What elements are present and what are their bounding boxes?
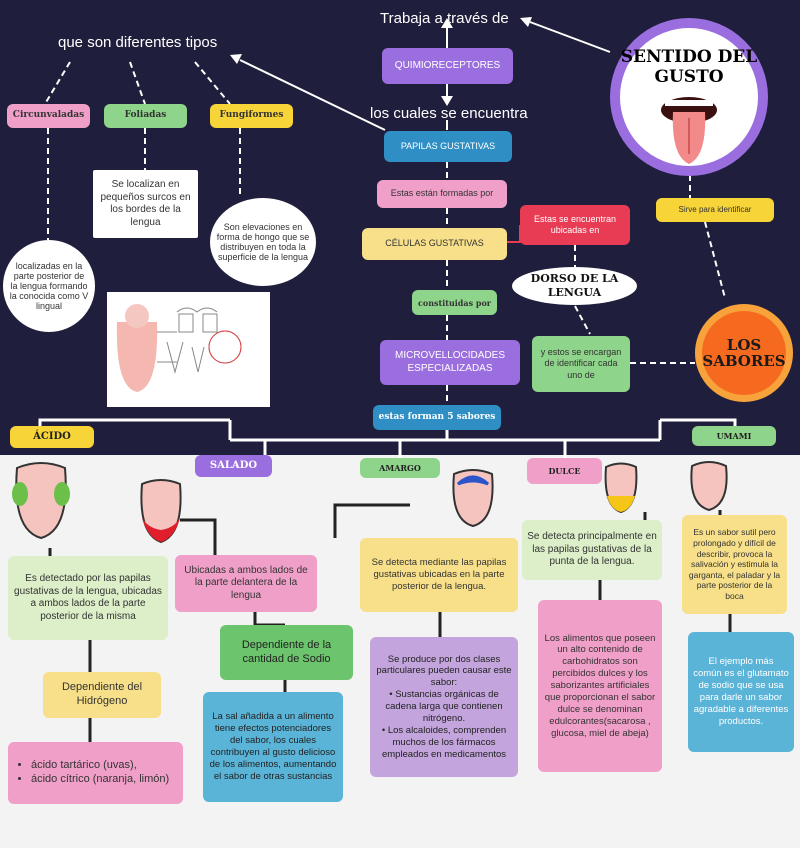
tongue-icon bbox=[661, 97, 717, 164]
fungiformes-node: Fungiformes bbox=[210, 104, 293, 128]
tongue-dulce-icon bbox=[604, 462, 638, 514]
trabaja-text: Trabaja a través de bbox=[380, 10, 509, 27]
encuentra-text: los cuales se encuentra bbox=[370, 105, 528, 122]
forman-node: estas forman 5 sabores bbox=[373, 405, 501, 430]
tongue-amargo-icon bbox=[452, 469, 494, 528]
amargo-point-2: • Los alcaloides, comprenden muchos de l… bbox=[381, 724, 507, 760]
amargo-point-2-text: Los alcaloides, comprenden muchos de los… bbox=[381, 724, 507, 760]
celulas-node: CÉLULAS GUSTATIVAS bbox=[362, 228, 507, 260]
dulce-extra: Los alimentos que poseen un alto conteni… bbox=[538, 600, 662, 772]
umami-desc: Es un sabor sutil pero prolongado y difí… bbox=[682, 515, 787, 614]
fungiformes-desc: Son elevaciones en forma de hongo que se… bbox=[210, 198, 316, 286]
acido-desc: Es detectado por las papilas gustativas … bbox=[8, 556, 168, 640]
sabores-sun: LOS SABORES bbox=[695, 304, 793, 402]
amargo-point-1-text: Sustancias orgánicas de cadena larga que… bbox=[385, 689, 503, 724]
dulce-label: DULCE bbox=[527, 458, 602, 484]
amargo-desc: Se detecta mediante las papilas gustativ… bbox=[360, 538, 518, 612]
tongue-diagram-image bbox=[107, 292, 270, 407]
microvellocidades-node: MICROVELLOCIDADES ESPECIALIZADAS bbox=[380, 340, 520, 385]
circunvaladas-node: Circunvaladas bbox=[7, 104, 90, 128]
tongue-salado-icon bbox=[140, 479, 182, 544]
acido-example-2: ácido cítrico (naranja, limón) bbox=[31, 773, 169, 787]
salado-label: SALADO bbox=[195, 455, 272, 477]
acido-example-1: ácido tartárico (uvas), bbox=[31, 759, 169, 773]
amargo-intro: Se produce por dos clases particulares p… bbox=[376, 653, 512, 689]
amargo-extra: Se produce por dos clases particulares p… bbox=[370, 637, 518, 777]
acido-label: ÁCIDO bbox=[10, 426, 94, 448]
foliadas-node: Foliadas bbox=[104, 104, 187, 128]
umami-label: UMAMI bbox=[692, 426, 776, 446]
dorso-node: DORSO DE LA LENGUA bbox=[512, 267, 637, 305]
ubicadas-node: Estas se encuentran ubicadas en bbox=[520, 205, 630, 245]
amargo-point-1: • Sustancias orgánicas de cadena larga q… bbox=[385, 689, 503, 724]
tongue-acido-icon bbox=[12, 462, 70, 540]
amargo-label: AMARGO bbox=[360, 458, 440, 478]
salado-desc: Ubicadas a ambos lados de la parte delan… bbox=[175, 555, 317, 612]
salado-extra: La sal añadida a un alimento tiene efect… bbox=[203, 692, 343, 802]
quimioreceptores-node: QUIMIORECEPTORES bbox=[382, 48, 513, 84]
umami-extra: El ejemplo más común es el glutamato de … bbox=[688, 632, 794, 752]
acido-dep: Dependiente del Hidrógeno bbox=[43, 672, 161, 718]
papilas-node: PAPILAS GUSTATIVAS bbox=[384, 131, 512, 162]
foliadas-desc: Se localizan en pequeños surcos en los b… bbox=[93, 170, 198, 238]
formadas-node: Estas están formadas por bbox=[377, 180, 507, 208]
tongue-umami-icon bbox=[690, 461, 728, 512]
constituidas-node: constituidas por bbox=[412, 290, 497, 315]
page-title: SENTIDO DEL GUSTO bbox=[620, 47, 758, 87]
sirve-node: Sirve para identificar bbox=[656, 198, 774, 222]
encargan-node: y estos se encargan de identificar cada … bbox=[532, 336, 630, 392]
title-circle: SENTIDO DEL GUSTO bbox=[610, 18, 768, 176]
dulce-desc: Se detecta principalmente en las papilas… bbox=[522, 520, 662, 580]
diferentes-text: que son diferentes tipos bbox=[58, 34, 218, 51]
circunvaladas-desc: localizadas en la parte posterior de la … bbox=[3, 240, 95, 332]
salado-dep: Dependiente de la cantidad de Sodio bbox=[220, 625, 353, 680]
acido-examples: ácido tartárico (uvas), ácido cítrico (n… bbox=[8, 742, 183, 804]
